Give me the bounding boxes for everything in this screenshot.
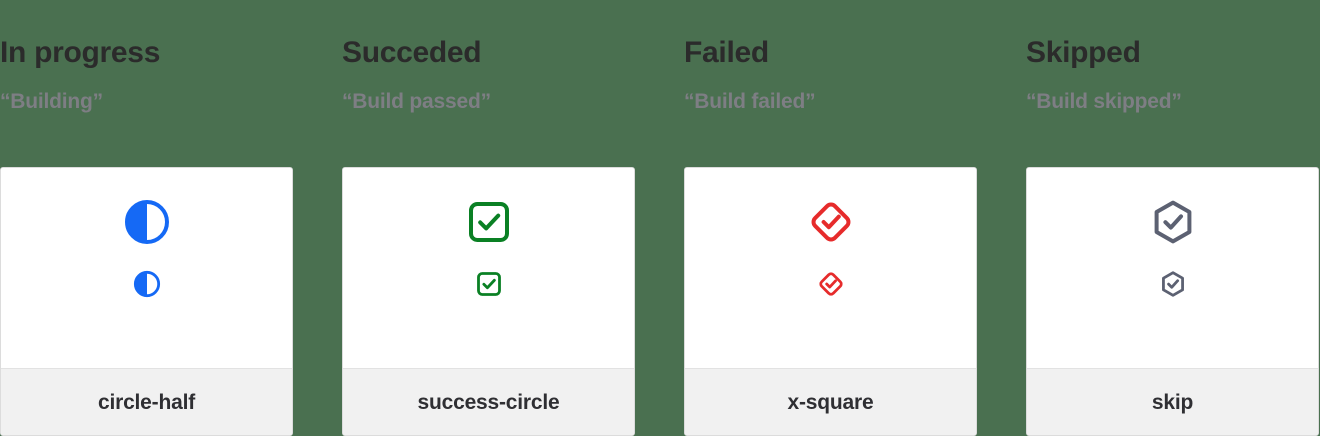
status-column-succeded: Succeded “Build passed” success-circle — [342, 0, 635, 436]
x-square-icon-small — [818, 272, 843, 296]
icon-card[interactable]: skip — [1026, 167, 1319, 436]
icon-name-label: circle-half — [97, 390, 195, 414]
icon-name-label: x-square — [787, 390, 874, 414]
skip-icon — [1154, 200, 1191, 244]
status-title: Skipped — [1026, 36, 1141, 69]
skip-icon-small — [1161, 271, 1184, 297]
icon-card[interactable]: x-square — [684, 167, 977, 436]
status-quote: “Building” — [0, 90, 103, 113]
icon-card-footer: success-circle — [343, 368, 634, 435]
icon-card-footer: x-square — [685, 368, 976, 435]
status-title: Failed — [684, 36, 769, 69]
status-quote: “Build failed” — [684, 90, 816, 113]
x-square-icon — [811, 202, 850, 242]
icon-name-label: success-circle — [417, 390, 560, 414]
status-column-failed: Failed “Build failed” — [684, 0, 977, 436]
icon-name-label: skip — [1151, 390, 1194, 414]
icon-card-footer: skip — [1027, 368, 1318, 435]
success-circle-icon-small — [476, 272, 501, 296]
status-column-in-progress: In progress “Building” circle-half — [0, 0, 293, 436]
icon-card[interactable]: success-circle — [342, 167, 635, 436]
status-column-skipped: Skipped “Build skipped” skip — [1026, 0, 1319, 436]
circle-half-icon-small — [133, 270, 160, 298]
status-title: In progress — [0, 36, 161, 69]
status-title: Succeded — [342, 36, 482, 69]
icon-card-footer: circle-half — [1, 368, 292, 435]
icon-card-body — [343, 168, 634, 368]
icon-card[interactable]: circle-half — [0, 167, 293, 436]
status-quote: “Build passed” — [342, 90, 491, 113]
icon-card-body — [1027, 168, 1318, 368]
circle-half-icon — [124, 200, 169, 244]
icon-card-body — [685, 168, 976, 368]
icon-card-body — [1, 168, 292, 368]
status-quote: “Build skipped” — [1026, 90, 1182, 113]
success-circle-icon — [468, 202, 509, 242]
